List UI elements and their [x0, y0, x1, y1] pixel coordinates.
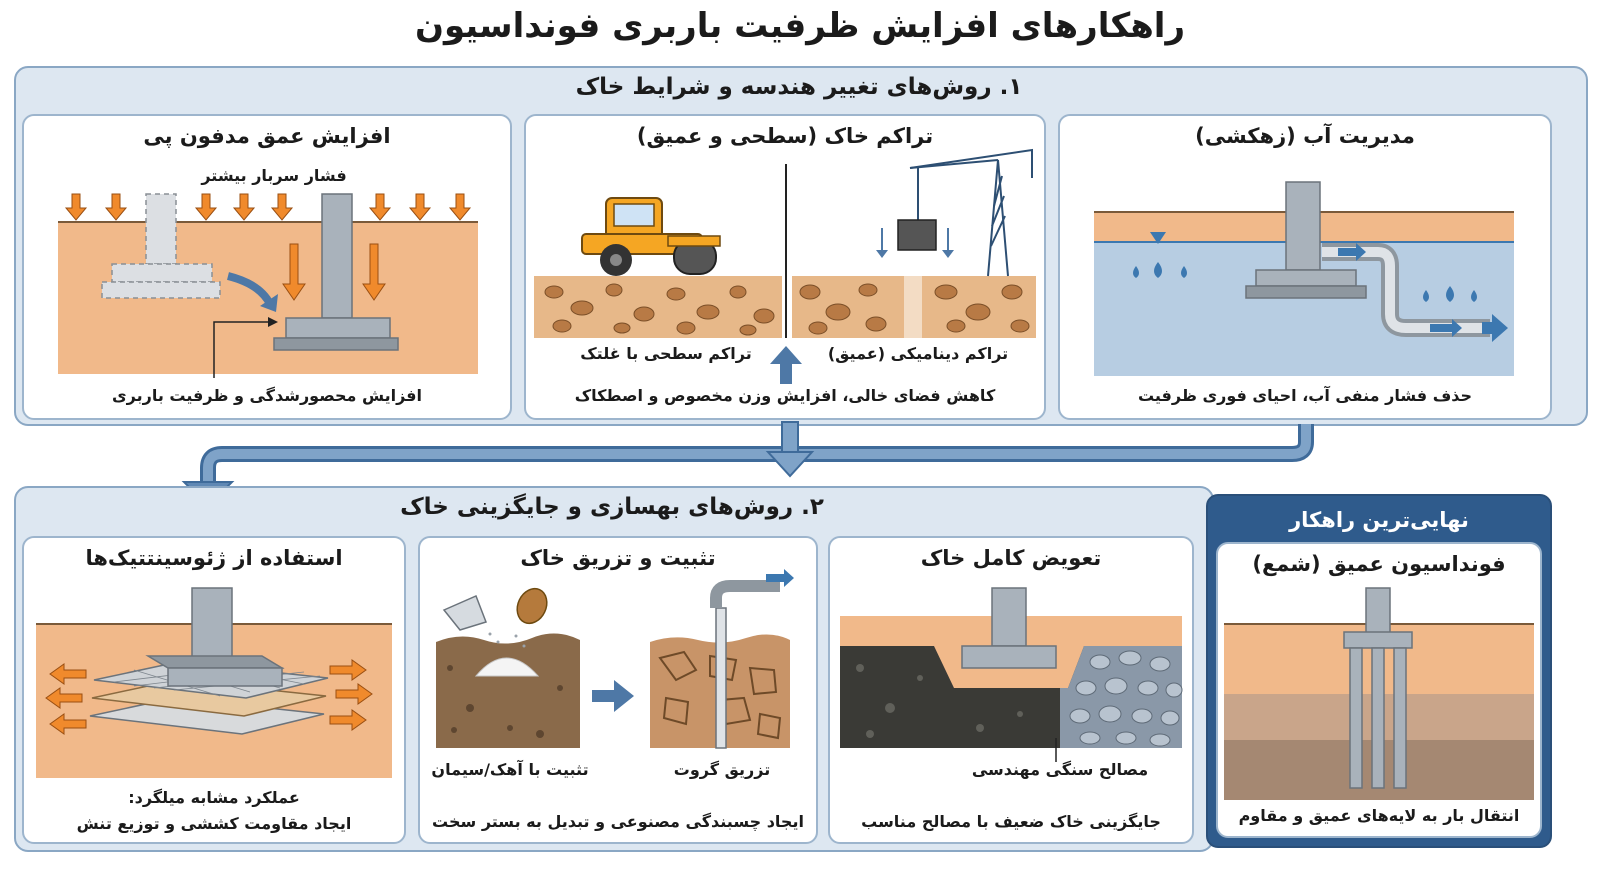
panel-caption-line2: ایجاد مقاومت کششی و توزیع تنش: [76, 814, 352, 833]
replacement-illustration: [840, 587, 1183, 762]
surcharge-label: فشار سربار بیشتر: [201, 166, 347, 185]
panel-title: فونداسیون عمیق (شمع): [1252, 552, 1506, 576]
panel-caption: ایجاد چسبندگی مصنوعی و تبدیل به بستر سخت: [432, 812, 804, 831]
panel-caption: حذف فشار منفی آب، احیای فوری ظرفیت: [1137, 386, 1473, 405]
lime-cement-label: تثبیت با آهک/سیمان: [431, 760, 589, 779]
panel-geosynthetics: استفاده از ژئوسینتتیک‌ها: [22, 536, 406, 844]
panel-title: تعویض کامل خاک: [920, 546, 1102, 570]
final-header: نهایی‌ترین راهکار: [1289, 508, 1469, 532]
panel-title: مدیریت آب (زهکشی): [1195, 124, 1415, 148]
stabilization-illustration: [436, 569, 794, 749]
panel-title: تراکم خاک (سطحی و عمیق): [636, 124, 934, 148]
grout-injection-label: تزریق گروت: [673, 760, 771, 779]
depth-illustration: [58, 193, 478, 378]
panel-stabilization: تثبیت و تزریق خاک: [418, 536, 818, 844]
panel-drainage: مدیریت آب (زهکشی): [1058, 114, 1552, 420]
drainage-illustration: [1094, 181, 1514, 376]
geosynthetics-illustration: [36, 587, 392, 778]
panel-deep-foundation: فونداسیون عمیق (شمع) انتقال بار به لایه‌…: [1216, 542, 1542, 838]
surface-compaction-label: تراکم سطحی با غلتک: [580, 344, 752, 363]
panel-caption-line1: عملکرد مشابه میلگرد:: [128, 788, 300, 807]
panel-caption: جایگزینی خاک ضعیف با مصالح مناسب: [861, 812, 1161, 831]
panel-title: استفاده از ژئوسینتتیک‌ها: [85, 546, 343, 570]
panel-caption: افزایش محصورشدگی و ظرفیت باربری: [112, 386, 422, 405]
panel-compaction: تراکم خاک (سطحی و عمیق): [524, 114, 1046, 420]
panel-caption: انتقال بار به لایه‌های عمیق و مقاوم: [1238, 806, 1520, 825]
main-title: راهکارهای افزایش ظرفیت باربری فونداسیون: [414, 6, 1186, 46]
compaction-illustration: [534, 148, 1036, 384]
roller-icon: [581, 197, 721, 276]
pile-illustration: [1224, 587, 1534, 800]
section-1-title: ۱. روش‌های تغییر هندسه و شرایط خاک: [575, 74, 1023, 100]
panel-caption: کاهش فضای خالی، افزایش وزن مخصوص و اصطکا…: [574, 386, 996, 405]
panel-title: تثبیت و تزریق خاک: [520, 546, 716, 570]
engineered-stone-label: مصالح سنگی مهندسی: [971, 760, 1149, 779]
crane-icon: [909, 148, 1033, 277]
panel-title: افزایش عمق مدفون پی: [143, 124, 391, 148]
dynamic-compaction-label: تراکم دینامیکی (عمیق): [827, 344, 1009, 363]
final-solution-box: نهایی‌ترین راهکار فونداسیون عمیق (شمع) ا…: [1206, 494, 1552, 848]
panel-replacement: تعویض کامل خاک مصالح سنگی مهندسی جایگزین…: [828, 536, 1194, 844]
panel-embedment-depth: افزایش عمق مدفون پی فشار سربار بیشتر: [22, 114, 512, 420]
section-2-title: ۲. روش‌های بهسازی و جایگزینی خاک: [400, 494, 824, 520]
